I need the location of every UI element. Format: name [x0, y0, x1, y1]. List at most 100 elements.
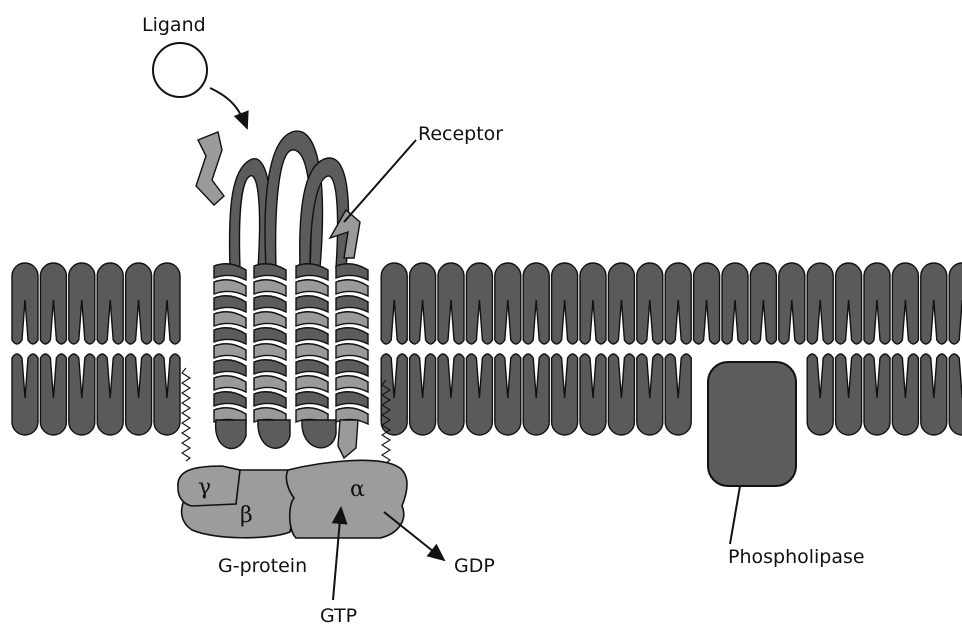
transmembrane-helix-segment	[254, 312, 286, 328]
lipid-outer-5	[154, 263, 180, 344]
lipid-outer-18	[722, 263, 748, 344]
transmembrane-helix-segment	[336, 344, 368, 360]
gamma-label: γ	[198, 475, 211, 500]
lipid-inner-2	[69, 354, 95, 435]
transmembrane-helix-segment	[336, 280, 368, 296]
lipid-inner-23	[864, 354, 890, 435]
lipid-outer-4	[126, 263, 152, 344]
lipid-inner-25	[921, 354, 947, 435]
alpha-label: α	[350, 477, 365, 502]
transmembrane-helix-segment	[254, 360, 286, 376]
lipid-inner-10	[495, 354, 521, 435]
transmembrane-helix-segment	[214, 328, 246, 344]
transmembrane-helix-segment	[296, 312, 328, 328]
lipid-inner-14	[608, 354, 634, 435]
lipid-inner-16	[665, 354, 691, 435]
transmembrane-helix-segment	[254, 296, 286, 312]
phospholipase-label: Phospholipase	[728, 546, 865, 568]
lipid-outer-23	[864, 263, 890, 344]
lipid-inner-4	[126, 354, 152, 435]
lipid-outer-19	[750, 263, 776, 344]
transmembrane-helix-segment	[214, 360, 246, 376]
phospholipase-pointer	[730, 486, 740, 544]
lipid-inner-15	[637, 354, 663, 435]
lipid-outer-21	[807, 263, 833, 344]
transmembrane-helix-segment	[214, 296, 246, 312]
lipid-inner-7	[410, 354, 436, 435]
phospholipase-protein	[708, 362, 796, 486]
lipid-outer-3	[97, 263, 123, 344]
receptor-intracellular-loop-3	[302, 420, 336, 448]
lipid-outer-26	[949, 263, 962, 344]
transmembrane-helix-segment	[296, 360, 328, 376]
transmembrane-helix-segment	[214, 392, 246, 408]
lipid-outer-9	[466, 263, 492, 344]
lipid-inner-13	[580, 354, 606, 435]
lipid-outer-13	[580, 263, 606, 344]
lipid-outer-16	[665, 263, 691, 344]
gprotein-label: G-protein	[218, 555, 307, 577]
lipid-outer-6	[381, 263, 407, 344]
lipid-inner-12	[552, 354, 578, 435]
lipid-outer-12	[552, 263, 578, 344]
receptor-label: Receptor	[418, 123, 503, 145]
alpha-subunit	[286, 460, 407, 538]
receptor-intracellular-loop-1	[216, 420, 246, 449]
lipid-outer-1	[40, 263, 66, 344]
lipid-inner-21	[807, 354, 833, 435]
lipid-inner-24	[892, 354, 918, 435]
lipid-outer-17	[694, 263, 720, 344]
transmembrane-helix-segment	[254, 328, 286, 344]
lipid-inner-9	[466, 354, 492, 435]
lipid-inner-8	[438, 354, 464, 435]
transmembrane-helix-segment	[254, 392, 286, 408]
lipid-outer-15	[637, 263, 663, 344]
transmembrane-helix-segment	[254, 376, 286, 392]
lipid-outer-11	[523, 263, 549, 344]
beta-label: β	[240, 503, 253, 528]
transmembrane-helix-segment	[214, 376, 246, 392]
transmembrane-helix-segment	[296, 344, 328, 360]
lipid-inner-11	[523, 354, 549, 435]
receptor-intracellular-loop-2	[258, 420, 290, 448]
lipid-outer-25	[921, 263, 947, 344]
gdp-arrow	[384, 512, 444, 560]
gdp-label: GDP	[454, 555, 495, 577]
lipid-inner-22	[836, 354, 862, 435]
lipid-outer-2	[69, 263, 95, 344]
transmembrane-helix-segment	[214, 264, 246, 280]
lipid-inner-3	[97, 354, 123, 435]
lipid-inner-0	[12, 354, 38, 435]
transmembrane-helix-segment	[214, 312, 246, 328]
transmembrane-helix-segment	[336, 328, 368, 344]
gtp-label: GTP	[320, 605, 357, 627]
transmembrane-helix-segment	[336, 376, 368, 392]
lipid-outer-0	[12, 263, 38, 344]
lipid-outer-20	[779, 263, 805, 344]
lipid-outer-8	[438, 263, 464, 344]
transmembrane-helix-segment	[254, 344, 286, 360]
transmembrane-helix-segment	[296, 280, 328, 296]
transmembrane-helix-segment	[296, 296, 328, 312]
transmembrane-helix-segment	[214, 344, 246, 360]
g-protein-complex: γ β α	[178, 460, 407, 538]
receptor-c-terminus	[338, 420, 358, 458]
transmembrane-helix-segment	[296, 328, 328, 344]
lipid-inner-1	[40, 354, 66, 435]
transmembrane-helix-segment	[296, 264, 328, 280]
lipid-bilayer	[12, 263, 962, 435]
transmembrane-helix-segment	[336, 312, 368, 328]
lipid-inner-26	[949, 354, 962, 435]
lipid-outer-14	[608, 263, 634, 344]
lipid-outer-10	[495, 263, 521, 344]
ligand-circle	[153, 43, 207, 97]
receptor-protein	[196, 131, 368, 458]
transmembrane-helix-segment	[336, 360, 368, 376]
ligand-label: Ligand	[142, 14, 206, 36]
lipid-outer-24	[892, 263, 918, 344]
transmembrane-helix-segment	[336, 392, 368, 408]
transmembrane-helix-segment	[336, 264, 368, 280]
transmembrane-helix-segment	[254, 264, 286, 280]
lipid-inner-5	[154, 354, 180, 435]
